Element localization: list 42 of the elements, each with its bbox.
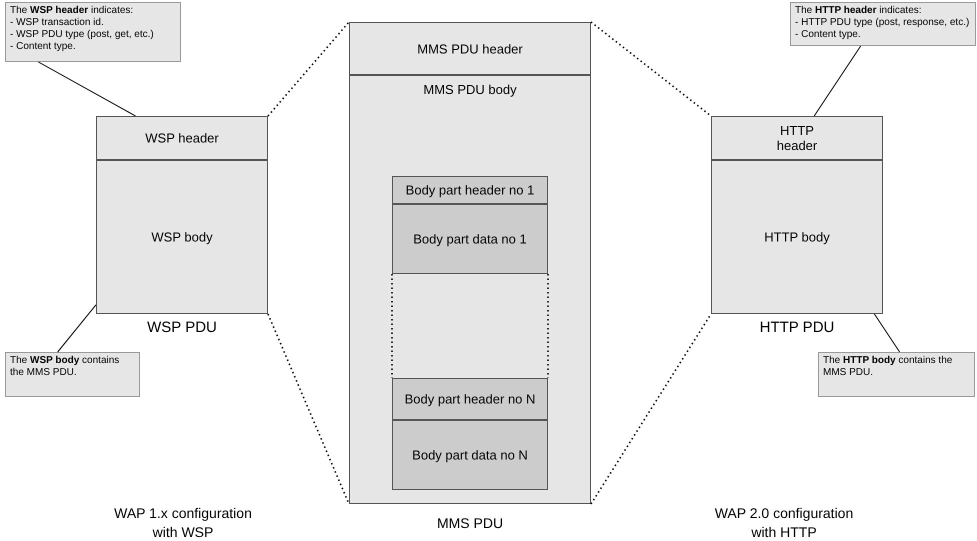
callout-text: - HTTP PDU type (post, response, etc.) — [795, 17, 970, 29]
dotted-connector — [391, 274, 393, 378]
callout-text: The WSP body contains the MMS PDU. — [10, 355, 120, 379]
pdu-caption: HTTP PDU — [758, 319, 836, 336]
callout-box — [5, 2, 181, 62]
part-header-box — [392, 378, 548, 420]
callout-box — [5, 352, 140, 397]
box-label: HTTP header — [776, 123, 818, 153]
callout-text: The HTTP body contains the MMS PDU. — [823, 355, 954, 379]
dotted-connector — [267, 21, 350, 117]
column-caption: MMS PDU — [436, 514, 504, 533]
callout-text: - WSP transaction id. — [10, 17, 105, 29]
leader-line — [57, 304, 96, 352]
leader-line — [874, 314, 900, 352]
box-label: HTTP body — [763, 230, 831, 244]
leader-line — [814, 46, 862, 116]
dotted-connector — [547, 274, 549, 378]
box-label: WSP body — [150, 230, 214, 244]
column-caption: WAP 1.x configuration with WSP — [113, 504, 253, 541]
part-data-box — [392, 204, 548, 274]
callout-text: - Content type. — [10, 41, 77, 53]
part-data-box — [392, 420, 548, 490]
callout-text: - Content type. — [795, 29, 862, 41]
box-label: WSP header — [144, 130, 220, 146]
pdu-caption: WSP PDU — [146, 319, 218, 336]
callout-box — [818, 352, 975, 397]
box-label: Body part data no 1 — [412, 232, 528, 246]
callout-box — [790, 2, 976, 46]
dotted-connector — [590, 21, 712, 117]
box-label: Body part header no N — [404, 392, 536, 406]
callout-text: The HTTP header indicates: — [795, 5, 923, 17]
box-label: MMS PDU body — [422, 82, 518, 97]
part-header-box — [392, 176, 548, 204]
box-label: Body part data no N — [411, 448, 529, 462]
dotted-connector — [267, 314, 350, 504]
callout-text: The WSP header indicates: — [10, 5, 134, 17]
leader-line — [38, 62, 136, 116]
box-label: MMS PDU header — [416, 41, 524, 56]
column-caption: WAP 2.0 configuration with HTTP — [714, 504, 854, 541]
callout-text: - WSP PDU type (post, get, etc.) — [10, 29, 155, 41]
box-label: Body part header no 1 — [404, 182, 536, 198]
dotted-connector — [590, 314, 712, 504]
